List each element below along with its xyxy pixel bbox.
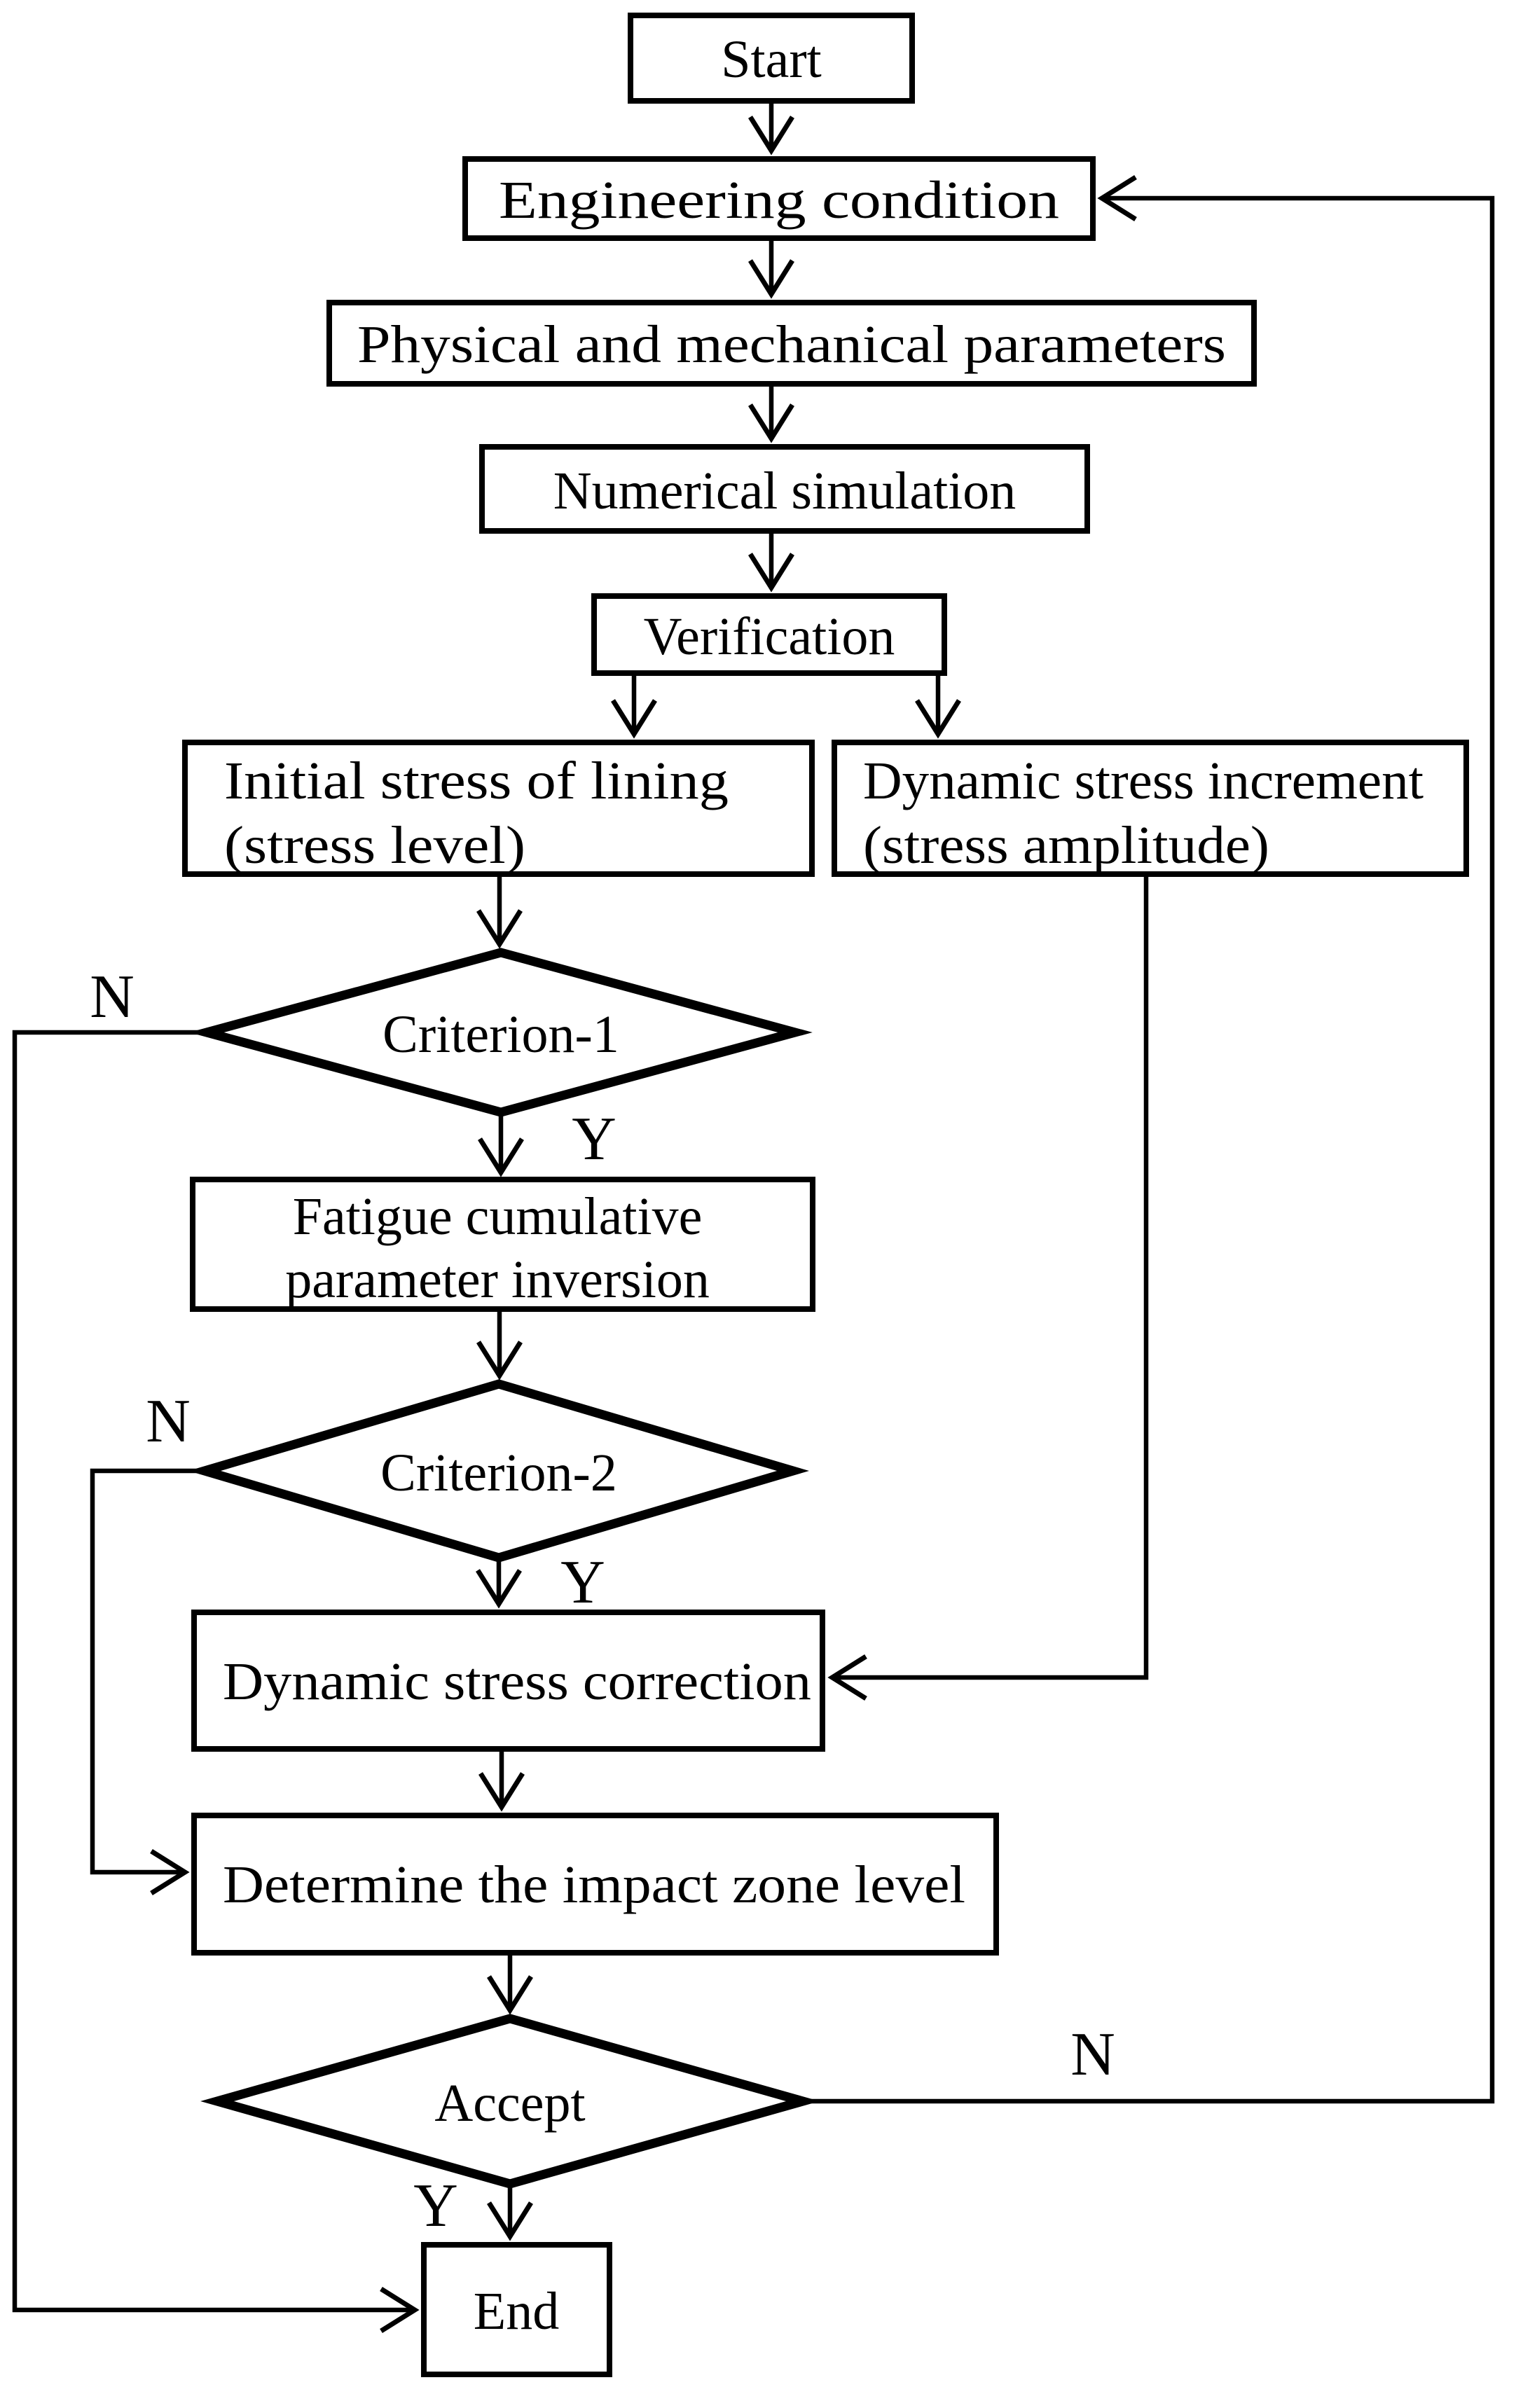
- initial-stress-label-line2: (stress level): [224, 816, 525, 875]
- end-label: End: [474, 2282, 559, 2341]
- node-dynamic-stress-increment: Dynamic stress increment (stress amplitu…: [832, 740, 1469, 877]
- node-initial-stress: Initial stress of lining (stress level): [182, 740, 815, 877]
- accept-diamond: [200, 2014, 820, 2189]
- node-engineering-condition: Engineering condition: [462, 156, 1096, 241]
- accept-label: Accept: [434, 2074, 585, 2133]
- numerical-simulation-label: Numerical simulation: [553, 462, 1017, 520]
- node-end: End: [421, 2242, 612, 2377]
- fatigue-inversion-box: [190, 1177, 815, 1312]
- engineering-condition-box: [462, 156, 1096, 241]
- impact-zone-label: Determine the impact zone level: [223, 1855, 965, 1914]
- start-label: Start: [721, 30, 822, 89]
- edge-accept-no-to-engineering: [803, 175, 1495, 2104]
- criterion-2-label: Criterion-2: [380, 1444, 617, 1502]
- dynamic-stress-increment-label-line1: Dynamic stress increment: [863, 752, 1424, 810]
- node-impact-zone: Determine the impact zone level: [191, 1813, 999, 1956]
- node-verification: Verification: [591, 593, 947, 676]
- node-criterion-2: Criterion-2: [188, 1379, 809, 1563]
- edge-criterion2-no-to-impact-zone: [90, 1468, 205, 1895]
- accept-yes-label: Y: [413, 2172, 458, 2240]
- numerical-simulation-box: [479, 444, 1090, 534]
- node-accept: Accept: [200, 2014, 820, 2189]
- verification-box: [591, 593, 947, 676]
- start-box: [628, 13, 915, 104]
- criterion-2-yes-label: Y: [560, 1549, 605, 1617]
- edge-criterion1-no-to-end: [12, 1030, 420, 2333]
- criterion-1-diamond: [189, 948, 813, 1117]
- end-box: [421, 2242, 612, 2377]
- criterion-1-label: Criterion-1: [383, 1005, 619, 1064]
- edge-increment-to-correction: [827, 874, 1149, 1701]
- impact-zone-box: [191, 1813, 999, 1956]
- criterion-2-diamond: [188, 1379, 809, 1563]
- dynamic-stress-correction-box: [191, 1610, 825, 1752]
- node-start: Start: [628, 13, 915, 104]
- criterion-1-yes-label: Y: [572, 1105, 616, 1173]
- node-numerical-simulation: Numerical simulation: [479, 444, 1090, 534]
- physical-parameters-label: Physical and mechanical parameters: [357, 315, 1226, 374]
- fatigue-inversion-label-line2: parameter inversion: [285, 1250, 710, 1309]
- criterion-2-no-label: N: [146, 1388, 191, 1455]
- accept-no-label: N: [1070, 2021, 1115, 2089]
- dynamic-stress-increment-box: [832, 740, 1469, 877]
- engineering-condition-label: Engineering condition: [499, 171, 1059, 230]
- verification-label: Verification: [644, 607, 895, 666]
- node-fatigue-inversion: Fatigue cumulative parameter inversion: [190, 1177, 815, 1312]
- node-physical-parameters: Physical and mechanical parameters: [326, 300, 1257, 387]
- initial-stress-label-line1: Initial stress of lining: [224, 752, 729, 810]
- dynamic-stress-correction-label: Dynamic stress correction: [223, 1652, 811, 1711]
- fatigue-inversion-label-line1: Fatigue cumulative: [293, 1187, 703, 1246]
- physical-parameters-box: [326, 300, 1257, 387]
- node-dynamic-stress-correction: Dynamic stress correction: [191, 1610, 825, 1752]
- criterion-1-no-label: N: [90, 963, 135, 1031]
- dynamic-stress-increment-label-line2: (stress amplitude): [863, 816, 1269, 875]
- node-criterion-1: Criterion-1: [189, 948, 813, 1117]
- initial-stress-box: [182, 740, 815, 877]
